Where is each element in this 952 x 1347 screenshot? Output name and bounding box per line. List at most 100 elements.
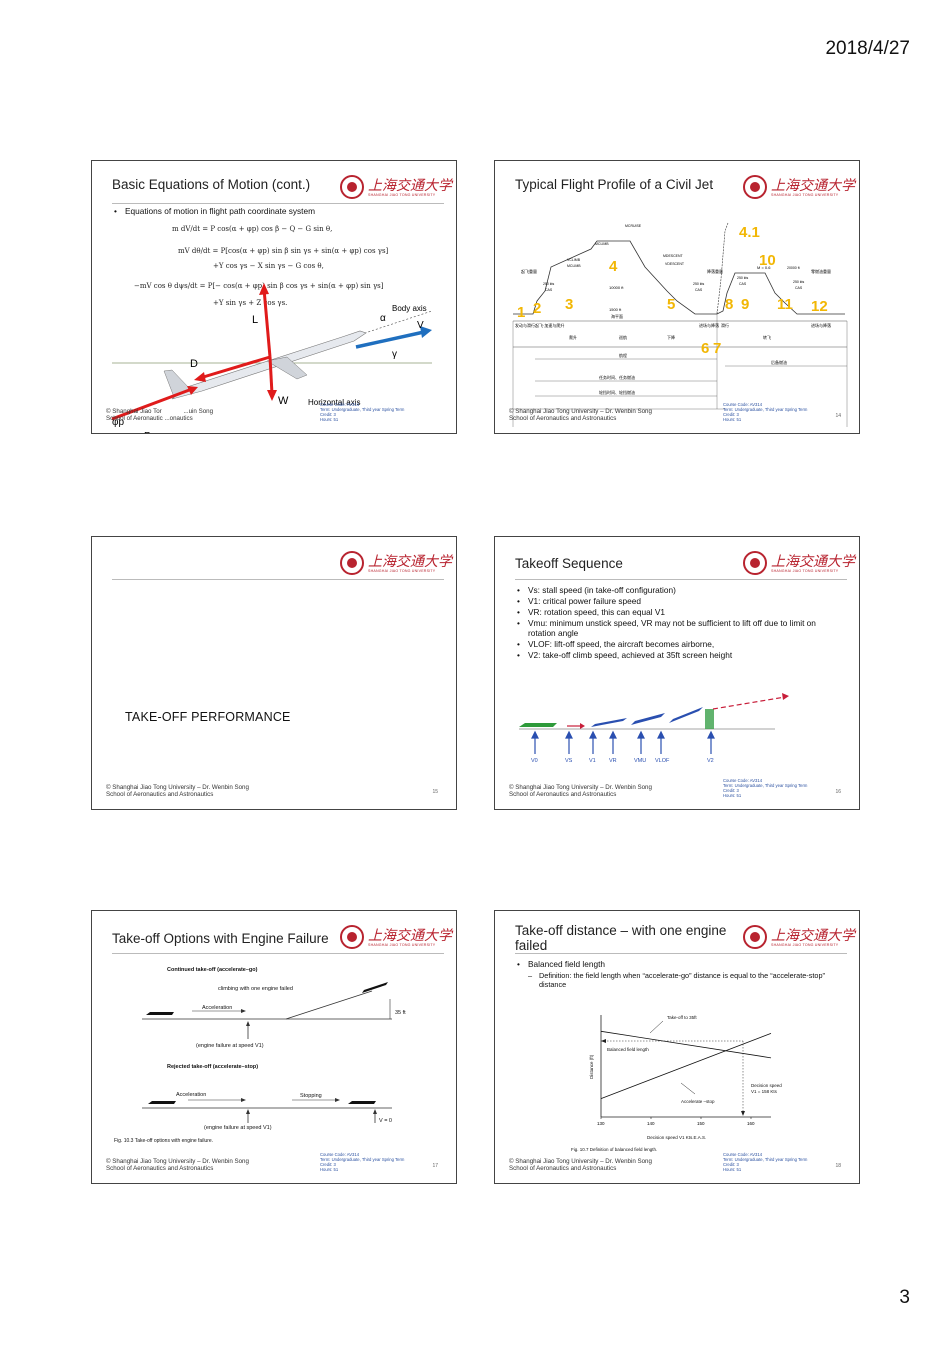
logo-en: SHANGHAI JIAO TONG UNIVERSITY: [771, 943, 839, 947]
seal-icon: [340, 551, 364, 575]
slide-takeoff-options: Take-off Options with Engine Failure 上海交…: [91, 910, 457, 1184]
label-250kts-c: 250 kts: [737, 276, 749, 280]
label-accel-stop: Accelerate –stop: [681, 1099, 715, 1104]
phase-3: 爬升: [569, 334, 577, 340]
divider: [112, 579, 444, 580]
slide-number: 14: [835, 413, 841, 419]
step-12: 12: [811, 298, 828, 315]
label-m06: M = 0.6: [757, 265, 771, 270]
bullet-item: Balanced field length: [517, 959, 605, 969]
sub-bullet: Definition: the field length when “accel…: [517, 971, 849, 989]
slide-title: Take-off distance – with one engine fail…: [515, 923, 727, 953]
university-logo: 上海交通大学 SHANGHAI JIAO TONG UNIVERSITY: [743, 925, 855, 951]
label-alpha: α: [380, 313, 386, 324]
bullet-list: Balanced field length: [517, 959, 619, 970]
equation-2: mV dθ/dt = P[cos(α + φp) sin β sin γs + …: [178, 247, 389, 255]
slide-basic-equations: Basic Equations of Motion (cont.) 上海交通大学…: [91, 160, 457, 434]
speed-vmu: VMU: [634, 758, 646, 764]
slide-number: 15: [432, 789, 438, 795]
accel-label-1: Acceleration: [202, 1005, 232, 1011]
label-20000ft: 20000 ft: [787, 266, 800, 270]
slide-title: Take-off Options with Engine Failure: [112, 931, 329, 946]
step-4: 4: [609, 258, 618, 275]
label-gamma: γ: [392, 349, 397, 360]
divider: [515, 953, 847, 954]
label-phi: φp: [112, 417, 124, 428]
phase-1: 发动与滑行: [515, 322, 535, 328]
flight-profile-diagram: 1 2 3 4 5 6 7 8 9 10 11 12 4.1 MCRUISE M…: [512, 222, 848, 427]
label-decision-2: V1 = 158 Kts: [751, 1089, 778, 1094]
divider: [112, 203, 444, 204]
speed-v1: V1: [589, 758, 596, 764]
logo-cn: 上海交通大学: [368, 178, 452, 194]
seal-icon: [743, 551, 767, 575]
logo-en: SHANGHAI JIAO TONG UNIVERSITY: [368, 943, 436, 947]
logo-cn: 上海交通大学: [368, 928, 452, 944]
accel-label-2: Acceleration: [176, 1092, 206, 1098]
x-tick-label: 160: [747, 1121, 755, 1126]
equation-5: +Y sin γs + Z cos γs.: [213, 299, 288, 307]
university-logo: 上海交通大学 SHANGHAI JIAO TONG UNIVERSITY: [340, 925, 452, 951]
label-250kts-b: 250 kts: [693, 282, 705, 286]
x-tick-label: 140: [647, 1121, 655, 1126]
university-logo: 上海交通大学 SHANGHAI JIAO TONG UNIVERSITY: [340, 175, 452, 201]
logo-en: SHANGHAI JIAO TONG UNIVERSITY: [771, 193, 839, 197]
label-horizontal-axis: Horizontal axis: [308, 398, 360, 407]
seal-icon: [743, 175, 767, 199]
label-mcruise: MCRUISE: [625, 224, 642, 228]
page-number: 3: [899, 1287, 910, 1308]
slide-footer: © Shanghai Jiao Tong University – Dr. We…: [509, 408, 652, 422]
takeoff-sequence-diagram: V0 VS V1 VR VMU VLOF V2: [519, 693, 789, 764]
slide-footer: © Shanghai Jiao Tong University – Dr. We…: [509, 1158, 652, 1172]
label-vdescent: VDESCENT: [665, 262, 685, 266]
university-logo: 上海交通大学 SHANGHAI JIAO TONG UNIVERSITY: [340, 551, 452, 577]
label-takeoff-weight: 起飞重量: [521, 268, 537, 274]
bullet-item: V1: critical power failure speed: [517, 596, 845, 606]
step-6: 6: [701, 340, 709, 357]
label-reserve: 后备燃油: [771, 359, 787, 365]
failure-label-2: (engine failure at speed V1): [204, 1125, 272, 1131]
slide-number: 17: [432, 1163, 438, 1169]
label-cas-b: CAS: [695, 288, 703, 292]
seal-icon: [340, 925, 364, 949]
climb-label: climbing with one engine failed: [218, 986, 293, 992]
accel-stop-pointer: [680, 1082, 696, 1095]
decision-arrow: [741, 1111, 745, 1116]
series-takeoff-line: [600, 1030, 772, 1059]
speed-v0: V0: [531, 758, 538, 764]
step-7: 7: [713, 340, 721, 357]
fig-caption: Fig. 10.3 Take-off options with engine f…: [114, 1138, 213, 1144]
logo-cn: 上海交通大学: [771, 554, 855, 570]
step-1: 1: [517, 304, 525, 321]
seal-icon: [743, 925, 767, 949]
rejected-title: Rejected take-off (accelerate–stop): [167, 1064, 258, 1070]
label-decision-1: Decision speed: [751, 1083, 782, 1088]
takeoff-options-diagram: Continued take-off (accelerate–go) climb…: [114, 967, 406, 1144]
label-zero-fuel: 零燃油重量: [811, 268, 831, 274]
label-vclimb: VCLIMB: [567, 258, 581, 262]
bullet-item: Vs: stall speed (in take-off configurati…: [517, 585, 845, 595]
bullet-item: Vmu: minimum unstick speed, VR may not b…: [517, 618, 845, 638]
label-250kts-a: 250 kts: [543, 282, 555, 286]
slide-takeoff-sequence: Takeoff Sequence 上海交通大学 SHANGHAI JIAO TO…: [494, 536, 860, 810]
logo-cn: 上海交通大学: [771, 928, 855, 944]
label-takeoff-35ft: Take-off to 35ft: [667, 1015, 697, 1020]
slide-flight-profile: Typical Flight Profile of a Civil Jet 上海…: [494, 160, 860, 434]
slide-title: Typical Flight Profile of a Civil Jet: [515, 177, 714, 192]
slide-footer: © Shanghai Jiao Tong University – Dr. We…: [509, 784, 652, 798]
label-p: P: [144, 431, 151, 434]
step-3: 3: [565, 296, 573, 313]
label-d: D: [190, 358, 198, 370]
logo-cn: 上海交通大学: [771, 178, 855, 194]
logo-en: SHANGHAI JIAO TONG UNIVERSITY: [771, 569, 839, 573]
university-logo: 上海交通大学 SHANGHAI JIAO TONG UNIVERSITY: [743, 551, 855, 577]
bullet-item: Equations of motion in flight path coord…: [114, 206, 315, 216]
label-w: W: [278, 395, 289, 407]
bullet-list: Equations of motion in flight path coord…: [114, 206, 329, 217]
slide-takeoff-performance: 上海交通大学 SHANGHAI JIAO TONG UNIVERSITY TAK…: [91, 536, 457, 810]
phase-7: 滑行: [721, 322, 729, 328]
logo-en: SHANGHAI JIAO TONG UNIVERSITY: [368, 193, 436, 197]
